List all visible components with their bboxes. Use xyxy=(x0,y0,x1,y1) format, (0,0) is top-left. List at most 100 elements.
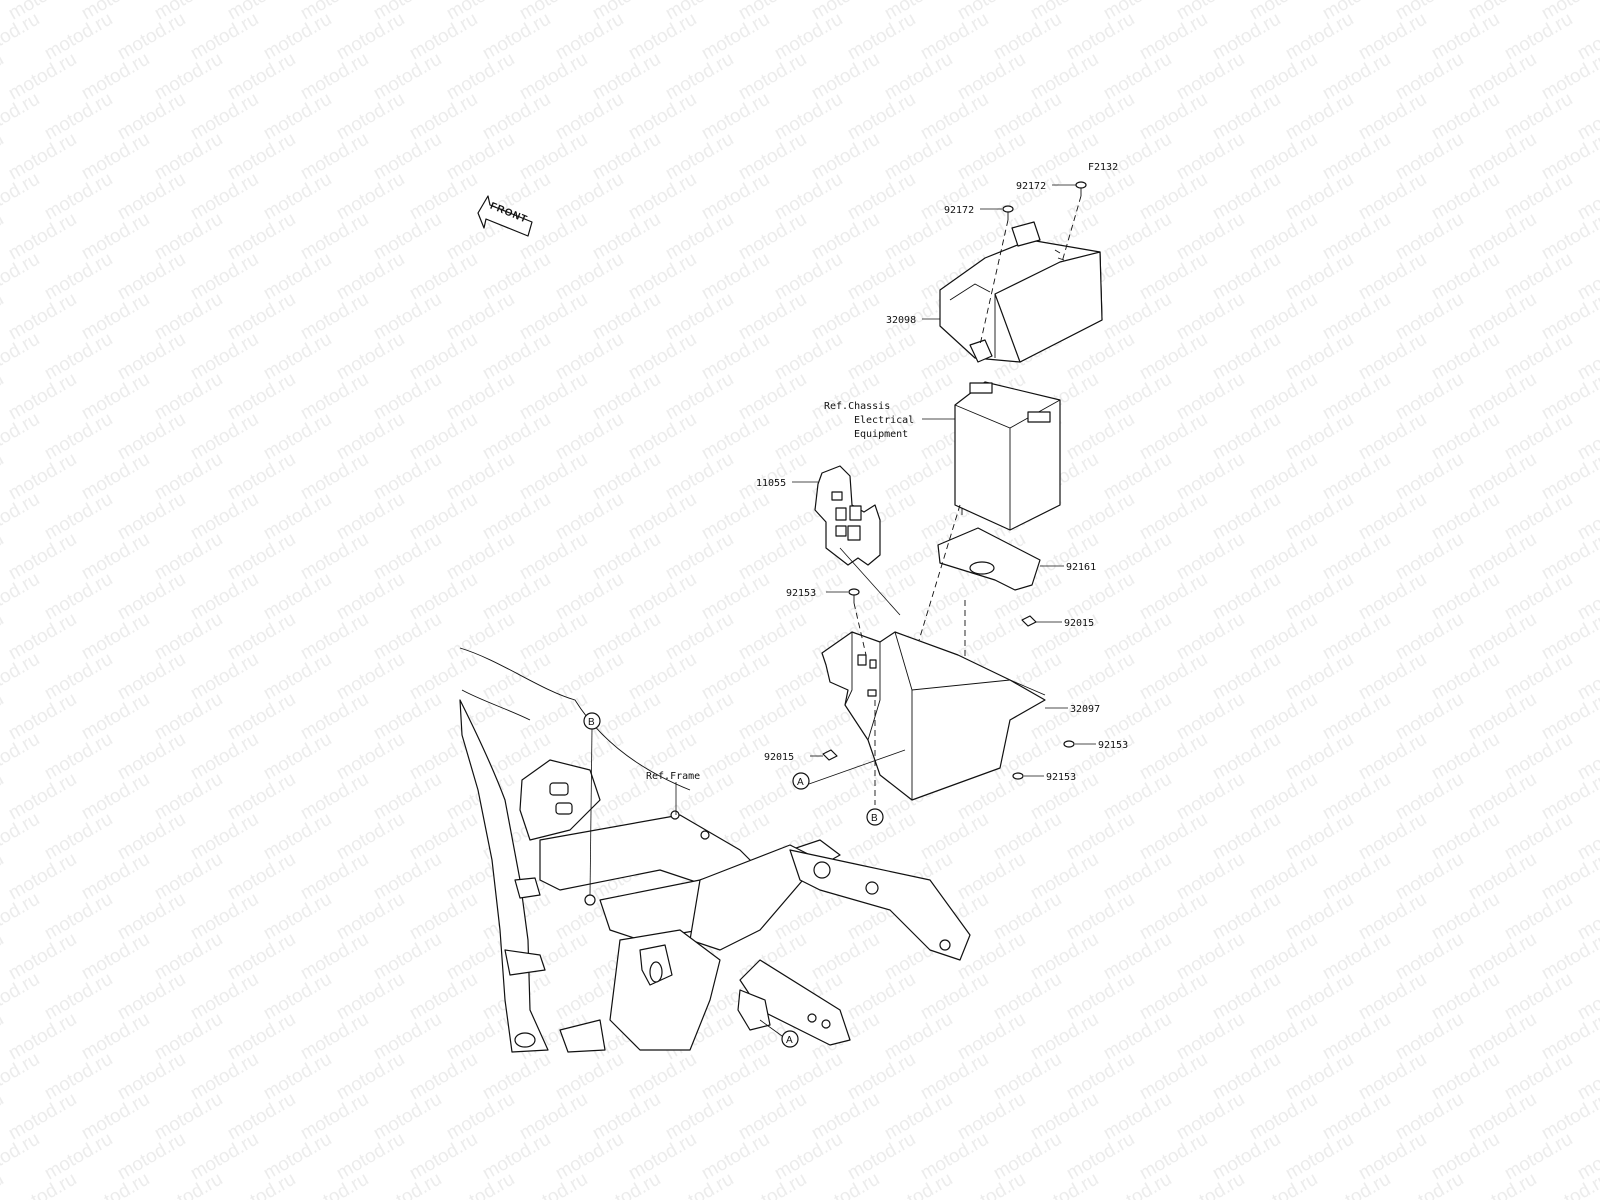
watermark-text: motod.ru xyxy=(41,329,116,385)
battery-pad-92161[interactable] xyxy=(937,527,1041,591)
watermark-text: motod.ru xyxy=(224,529,299,585)
watermark-text: motod.ru xyxy=(1027,1009,1102,1065)
watermark-text: motod.ru xyxy=(224,209,299,265)
watermark-text: motod.ru xyxy=(1501,1129,1576,1185)
watermark-text: motod.ru xyxy=(589,689,664,745)
watermark-text: motod.ru xyxy=(1173,1169,1248,1200)
watermark-text: motod.ru xyxy=(1465,529,1540,585)
watermark-text: motod.ru xyxy=(1100,689,1175,745)
watermark-text: motod.ru xyxy=(1246,849,1321,905)
watermark-text: motod.ru xyxy=(370,529,445,585)
watermark-text: motod.ru xyxy=(260,569,335,625)
watermark-text: motod.ru xyxy=(406,489,481,545)
watermark-text: motod.ru xyxy=(114,1049,189,1105)
watermark-text: motod.ru xyxy=(78,609,153,665)
watermark-text: motod.ru xyxy=(297,1009,372,1065)
watermark-text: motod.ru xyxy=(1319,529,1394,585)
watermark-text: motod.ru xyxy=(406,169,481,225)
watermark-text: motod.ru xyxy=(662,129,737,185)
watermark-text: motod.ru xyxy=(370,129,445,185)
watermark-text: motod.ru xyxy=(187,329,262,385)
watermark-text: motod.ru xyxy=(1501,809,1576,865)
watermark-text: motod.ru xyxy=(1173,289,1248,345)
watermark-text: motod.ru xyxy=(479,409,554,465)
watermark-text: motod.ru xyxy=(224,1089,299,1145)
watermark-text: motod.ru xyxy=(41,569,116,625)
watermark-text: motod.ru xyxy=(735,289,810,345)
bolt-92153-right[interactable] xyxy=(1063,740,1096,748)
bolt-92153-top[interactable] xyxy=(826,588,867,656)
watermark-text: motod.ru xyxy=(1501,649,1576,705)
watermark-text: motod.ru xyxy=(954,849,1029,905)
watermark-text: motod.ru xyxy=(1282,1129,1357,1185)
watermark-text: motod.ru xyxy=(1428,9,1503,65)
watermark-text: motod.ru xyxy=(954,129,1029,185)
watermark-text: motod.ru xyxy=(151,689,226,745)
watermark-text: motod.ru xyxy=(224,1009,299,1065)
watermark-text: motod.ru xyxy=(844,1129,919,1185)
watermark-text: motod.ru xyxy=(1136,809,1211,865)
watermark-text: motod.ru xyxy=(516,449,591,505)
watermark-text: motod.ru xyxy=(1136,969,1211,1025)
label-92161: 92161 xyxy=(1040,562,1096,573)
watermark-text: motod.ru xyxy=(698,249,773,305)
watermark-text: motod.ru xyxy=(0,449,7,505)
watermark-text: motod.ru xyxy=(881,1169,956,1200)
svg-text:A: A xyxy=(786,1035,793,1046)
watermark-text: motod.ru xyxy=(406,649,481,705)
watermark-text: motod.ru xyxy=(625,169,700,225)
watermark-text: motod.ru xyxy=(1282,809,1357,865)
watermark-text: motod.ru xyxy=(516,129,591,185)
watermark-text: motod.ru xyxy=(224,929,299,985)
watermark-text: motod.ru xyxy=(187,409,262,465)
watermark-text: motod.ru xyxy=(1282,729,1357,785)
watermark-text: motod.ru xyxy=(41,809,116,865)
watermark-text: motod.ru xyxy=(1209,89,1284,145)
watermark-text: motod.ru xyxy=(917,569,992,625)
watermark-text: motod.ru xyxy=(41,1129,116,1185)
watermark-text: motod.ru xyxy=(1063,889,1138,945)
watermark-text: motod.ru xyxy=(1100,1169,1175,1200)
watermark-text: motod.ru xyxy=(443,369,518,425)
watermark-text: motod.ru xyxy=(589,369,664,425)
screw-92172-right[interactable] xyxy=(1061,181,1087,263)
watermark-text: motod.ru xyxy=(1392,369,1467,425)
battery-cover-32098[interactable] xyxy=(939,221,1103,363)
bolt-92153-bottom[interactable] xyxy=(1012,772,1044,780)
watermark-text: motod.ru xyxy=(1428,249,1503,305)
watermark-text: motod.ru xyxy=(1063,809,1138,865)
watermark-text: motod.ru xyxy=(151,449,226,505)
watermark-text: motod.ru xyxy=(224,769,299,825)
watermark-text: motod.ru xyxy=(1428,89,1503,145)
watermark-text: motod.ru xyxy=(151,929,226,985)
watermark-text: motod.ru xyxy=(224,609,299,665)
watermark-text: motod.ru xyxy=(151,529,226,585)
watermark-text: motod.ru xyxy=(41,409,116,465)
watermark-text: motod.ru xyxy=(5,769,80,825)
watermark-text: motod.ru xyxy=(771,409,846,465)
watermark-text: motod.ru xyxy=(333,1049,408,1105)
battery-case-32097[interactable] xyxy=(821,631,1046,805)
clip-92015-upper[interactable] xyxy=(1021,615,1062,627)
screw-92172-left[interactable] xyxy=(979,205,1014,346)
watermark-text: motod.ru xyxy=(1173,129,1248,185)
watermark-text: motod.ru xyxy=(808,1169,883,1200)
svg-text:92172: 92172 xyxy=(944,205,974,216)
watermark-text: motod.ru xyxy=(881,209,956,265)
watermark-text: motod.ru xyxy=(1465,289,1540,345)
clip-92015-lower[interactable] xyxy=(810,749,838,761)
watermark-text: motod.ru xyxy=(516,1169,591,1200)
watermark-text: motod.ru xyxy=(78,849,153,905)
bracket-11055[interactable] xyxy=(814,465,901,616)
watermark-text: motod.ru xyxy=(297,49,372,105)
watermark-text: motod.ru xyxy=(297,289,372,345)
watermark-text: motod.ru xyxy=(260,1129,335,1185)
watermark-text: motod.ru xyxy=(78,1009,153,1065)
watermark-text: motod.ru xyxy=(1173,449,1248,505)
watermark-text: motod.ru xyxy=(1100,929,1175,985)
watermark-text: motod.ru xyxy=(917,1049,992,1105)
watermark-text: motod.ru xyxy=(1209,1129,1284,1185)
watermark-text: motod.ru xyxy=(406,409,481,465)
watermark-text: motod.ru xyxy=(552,409,627,465)
